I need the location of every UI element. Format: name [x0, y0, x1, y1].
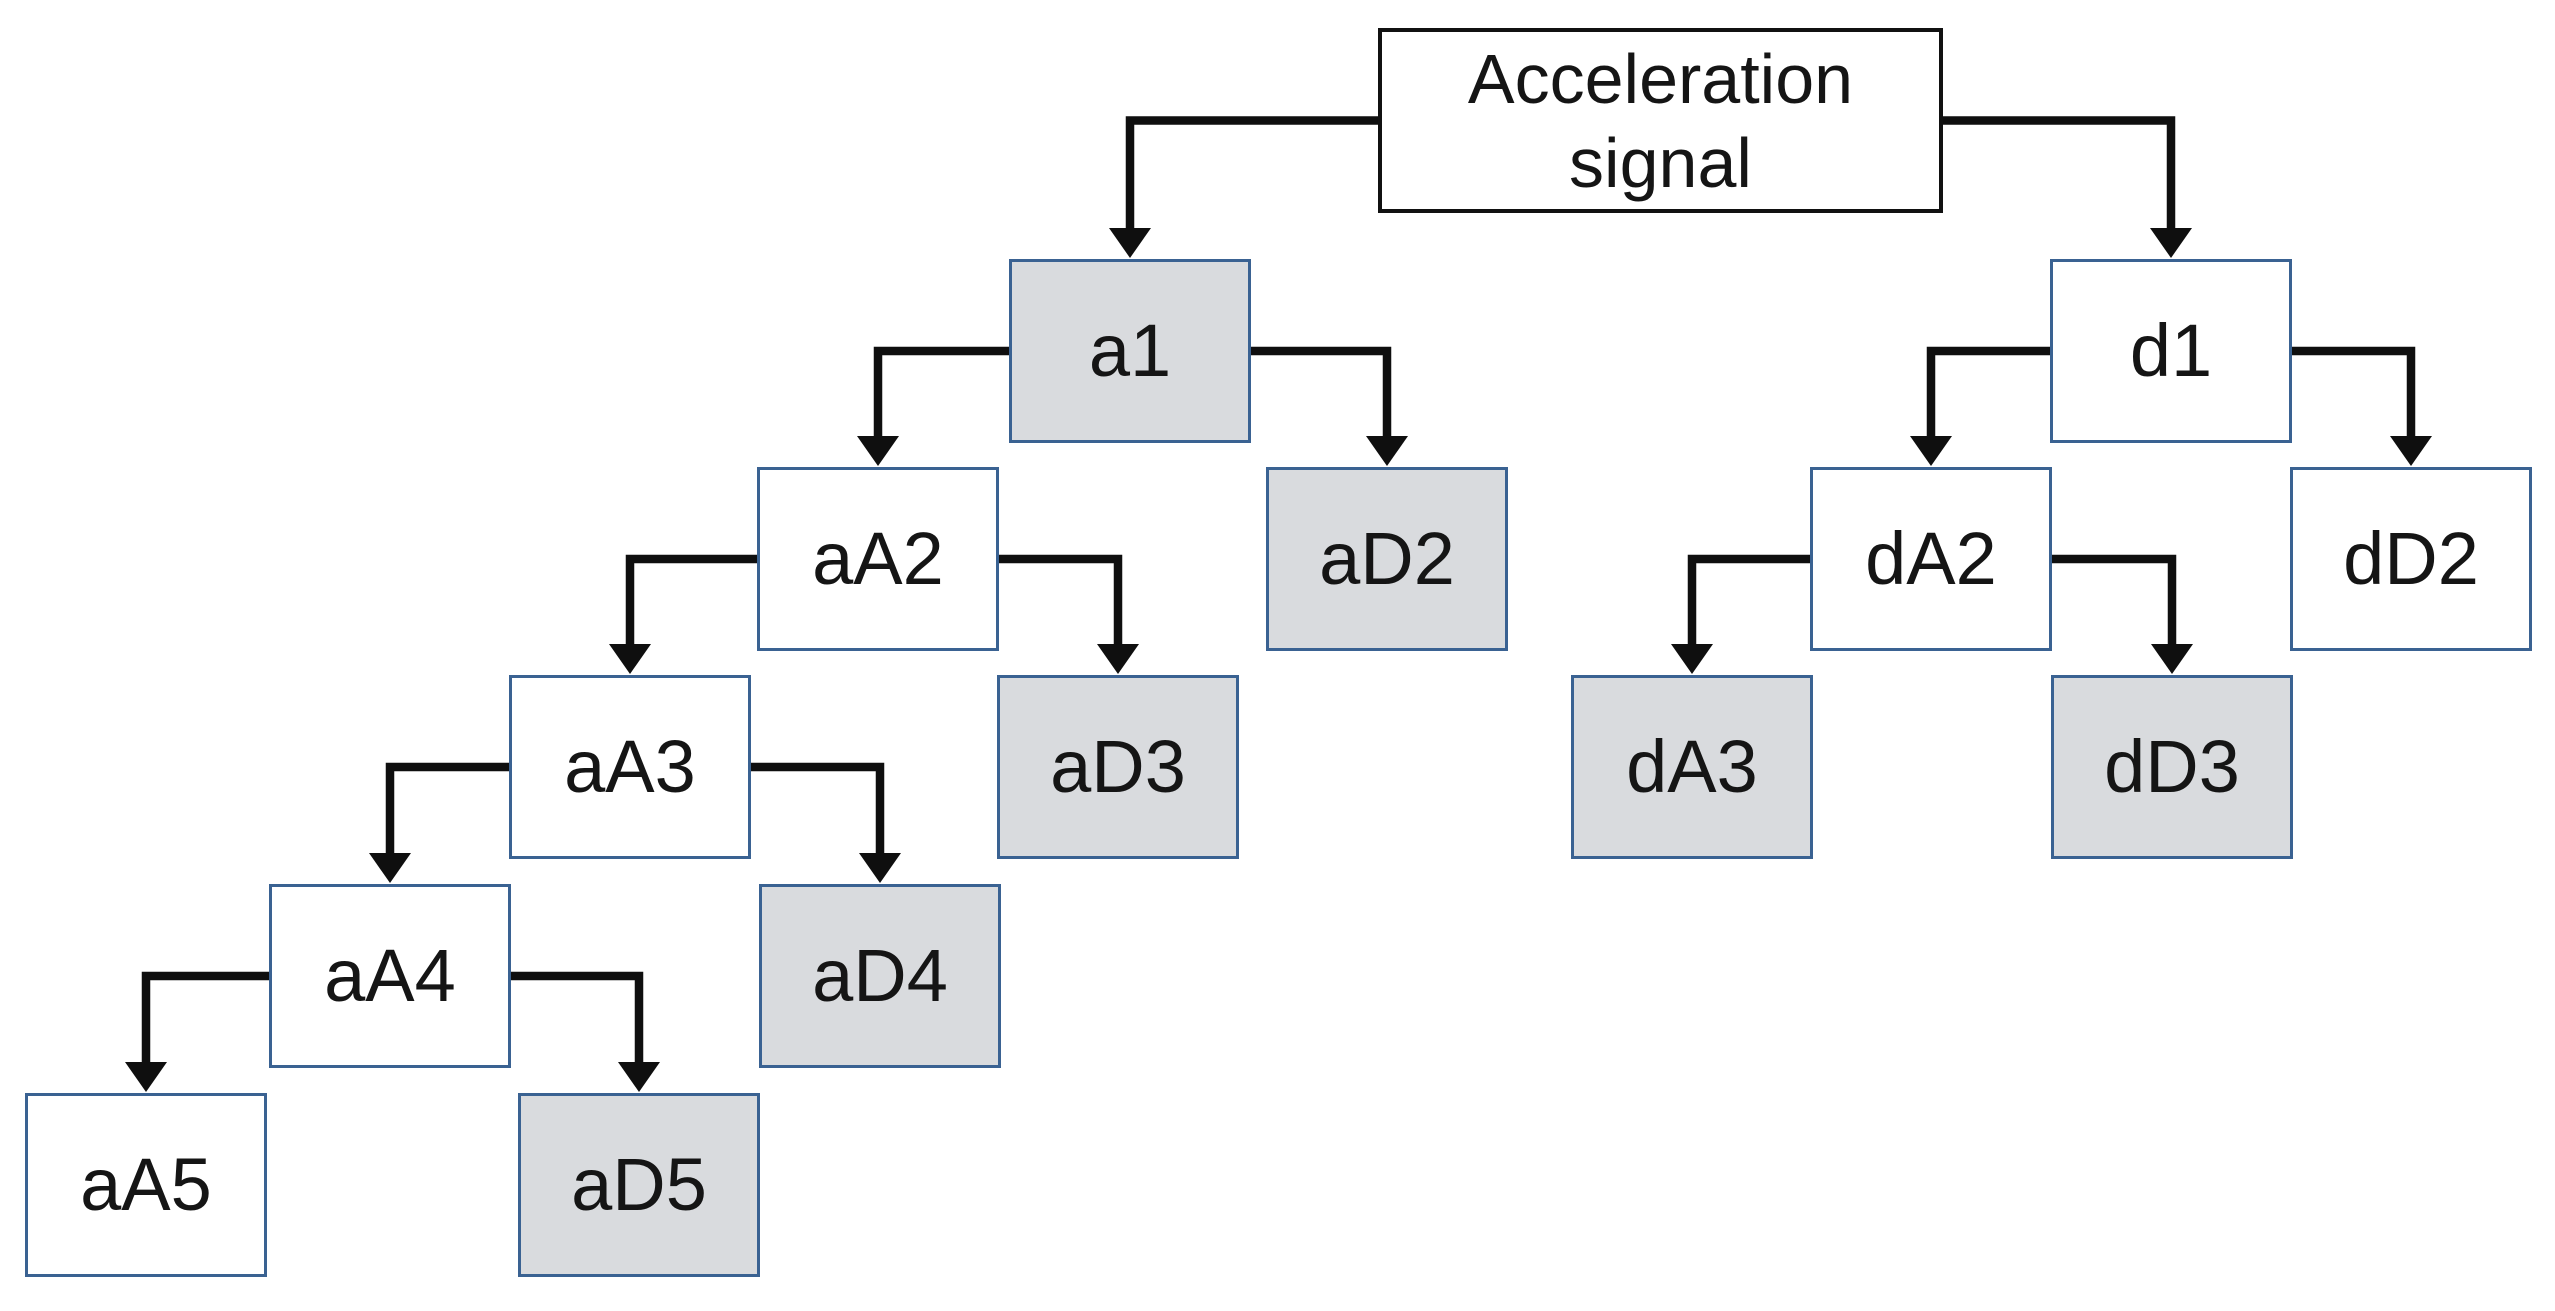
edge-line	[625, 554, 757, 648]
node-dA2: dA2	[1810, 467, 2052, 651]
node-label-aD3: aD3	[1050, 725, 1186, 809]
arrowhead-down-icon	[1366, 436, 1408, 466]
edge-line	[2052, 554, 2177, 648]
edge-line	[999, 554, 1123, 648]
edge-line	[1926, 346, 2050, 440]
arrowhead-down-icon	[1910, 436, 1952, 466]
node-aD2: aD2	[1266, 467, 1508, 651]
node-dD2: dD2	[2290, 467, 2532, 651]
edge-line	[873, 346, 1009, 440]
node-signal: Acceleration signal	[1378, 28, 1943, 213]
arrowhead-down-icon	[369, 853, 411, 883]
node-label-aA4: aA4	[324, 934, 456, 1018]
edge-aA2-aA3	[609, 554, 757, 674]
arrowhead-down-icon	[125, 1062, 167, 1092]
node-aA4: aA4	[269, 884, 511, 1068]
arrowhead-down-icon	[2150, 228, 2192, 258]
node-label-a1: a1	[1088, 309, 1172, 393]
node-d1: d1	[2050, 259, 2292, 443]
edge-signal-a1	[1109, 116, 1378, 258]
node-dA3: dA3	[1571, 675, 1813, 859]
node-dD3: dD3	[2051, 675, 2293, 859]
node-label-d1: d1	[2129, 309, 2213, 393]
edge-line	[141, 971, 269, 1066]
edge-d1-dA2	[1910, 346, 2050, 466]
edge-aA3-aD4	[751, 762, 901, 883]
node-label-aD2: aD2	[1319, 517, 1455, 601]
arrowhead-down-icon	[2390, 436, 2432, 466]
arrowhead-down-icon	[1671, 644, 1713, 674]
node-aD5: aD5	[518, 1093, 760, 1277]
edge-aA4-aD5	[511, 971, 660, 1092]
edge-dA2-dD3	[2052, 554, 2193, 674]
edge-aA3-aA4	[369, 762, 509, 883]
edge-signal-d1	[1943, 116, 2192, 258]
node-label-dD2: dD2	[2343, 517, 2479, 601]
node-aA3: aA3	[509, 675, 751, 859]
node-aD3: aD3	[997, 675, 1239, 859]
arrowhead-down-icon	[609, 644, 651, 674]
edge-line	[385, 762, 509, 857]
node-aA2: aA2	[757, 467, 999, 651]
edge-dA2-dA3	[1671, 554, 1810, 674]
arrowhead-down-icon	[1109, 228, 1151, 258]
edge-aA2-aD3	[999, 554, 1139, 674]
node-aD4: aD4	[759, 884, 1001, 1068]
edge-a1-aD2	[1251, 346, 1408, 466]
node-label-dA3: dA3	[1626, 725, 1758, 809]
arrowhead-down-icon	[857, 436, 899, 466]
edge-line	[1943, 116, 2176, 232]
node-label-aD4: aD4	[812, 934, 948, 1018]
edge-line	[511, 971, 644, 1066]
edge-line	[2292, 346, 2416, 440]
edge-line	[751, 762, 885, 857]
arrowhead-down-icon	[1097, 644, 1139, 674]
node-label-dD3: dD3	[2104, 725, 2240, 809]
node-label-dA2: dA2	[1865, 517, 1997, 601]
edge-aA4-aA5	[125, 971, 269, 1092]
node-a1: a1	[1009, 259, 1251, 443]
node-label-aA2: aA2	[812, 517, 944, 601]
node-label-aA5: aA5	[80, 1143, 212, 1227]
edge-line	[1125, 116, 1378, 232]
edge-d1-dD2	[2292, 346, 2432, 466]
arrowhead-down-icon	[618, 1062, 660, 1092]
node-aA5: aA5	[25, 1093, 267, 1277]
edge-a1-aA2	[857, 346, 1009, 466]
edge-line	[1687, 554, 1810, 648]
node-label-aD5: aD5	[571, 1143, 707, 1227]
node-label-signal: Acceleration signal	[1467, 39, 1854, 202]
arrowhead-down-icon	[859, 853, 901, 883]
edge-line	[1251, 346, 1392, 440]
arrowhead-down-icon	[2151, 644, 2193, 674]
node-label-aA3: aA3	[564, 725, 696, 809]
